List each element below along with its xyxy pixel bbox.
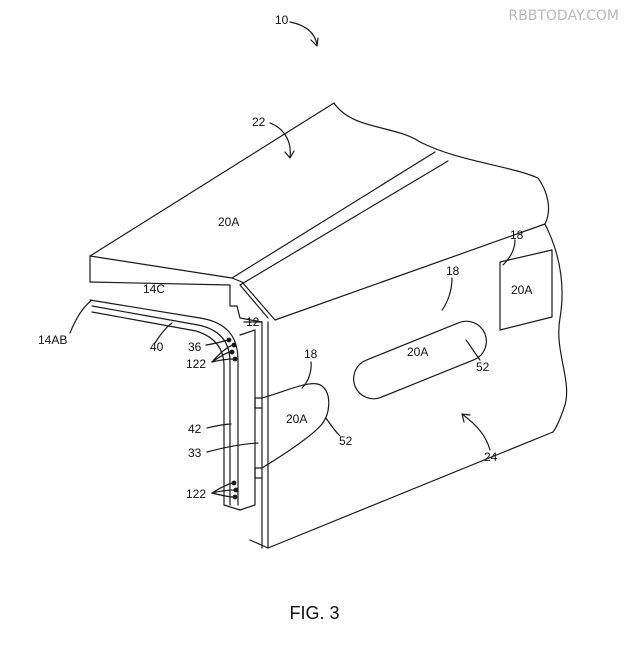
label-24: 24 — [484, 450, 498, 464]
label-22: 22 — [252, 115, 266, 129]
leader-40 — [154, 322, 173, 344]
sheet-layer-outer — [89, 299, 239, 506]
front-upper-lower-edge — [89, 281, 231, 286]
label-12: 12 — [246, 315, 260, 329]
right-face-bottom-edge — [267, 431, 554, 549]
sheet-end — [223, 504, 241, 511]
leader-122-lower-a — [211, 482, 234, 494]
window-right-20A — [499, 249, 553, 331]
label-20A-right: 20A — [511, 283, 533, 297]
arrow-22 — [284, 150, 295, 159]
label-36: 36 — [188, 340, 202, 354]
leader-10 — [289, 21, 318, 46]
leader-18-left — [301, 361, 312, 389]
label-14AB: 14AB — [38, 333, 68, 347]
label-40: 40 — [150, 340, 164, 354]
top-ridge-line-2 — [239, 160, 449, 286]
profile-step — [229, 284, 263, 323]
leader-122-upper-a — [211, 351, 233, 363]
label-18-mid: 18 — [446, 264, 460, 278]
label-42: 42 — [188, 422, 202, 436]
sheet-layer-inner — [91, 305, 231, 506]
label-122-lower: 122 — [186, 487, 207, 501]
leader-122-upper-b — [211, 358, 235, 363]
leader-18-right — [502, 239, 516, 266]
notch-lower — [254, 467, 263, 479]
label-18-right: 18 — [510, 228, 524, 242]
leader-24 — [461, 413, 491, 451]
leader-122-upper-c — [211, 344, 234, 363]
leader-122-lower-b — [211, 489, 236, 494]
corner-bevel — [231, 223, 546, 321]
leader-52-mid — [465, 339, 481, 361]
leader-33 — [206, 442, 259, 453]
top-face-outline — [89, 102, 550, 257]
right-face-top-edge — [239, 284, 269, 319]
label-52-left: 52 — [339, 434, 353, 448]
figure-caption: FIG. 3 — [289, 603, 340, 623]
label-52-mid: 52 — [476, 360, 490, 374]
label-20A-mid: 20A — [407, 345, 429, 359]
label-10: 10 — [275, 13, 289, 27]
label-33: 33 — [188, 446, 202, 460]
arrow-10 — [310, 37, 319, 47]
leader-18-mid — [441, 277, 453, 311]
label-20A-left: 20A — [286, 412, 308, 426]
label-20A-top: 20A — [218, 215, 240, 229]
label-18-left: 18 — [304, 347, 318, 361]
leader-42 — [206, 423, 232, 429]
notch-upper — [254, 397, 263, 409]
label-122-upper: 122 — [186, 357, 207, 371]
leader-36 — [205, 339, 229, 346]
leader-14AB — [69, 299, 93, 334]
right-face-break — [544, 223, 568, 433]
leader-22 — [269, 122, 291, 158]
front-top-edge — [89, 255, 233, 279]
arrow-24 — [461, 413, 471, 423]
window-mid-20A — [353, 320, 487, 400]
window-left-20A — [261, 382, 330, 469]
top-ridge-line-1 — [231, 151, 436, 279]
leader-122-lower-c — [211, 492, 235, 498]
leader-52-left — [325, 417, 341, 437]
stiffener-plate — [239, 329, 256, 511]
bottom-left-edge — [249, 539, 269, 549]
watermark: RBBTODAY.COM — [508, 8, 619, 24]
label-14C: 14C — [143, 282, 166, 296]
